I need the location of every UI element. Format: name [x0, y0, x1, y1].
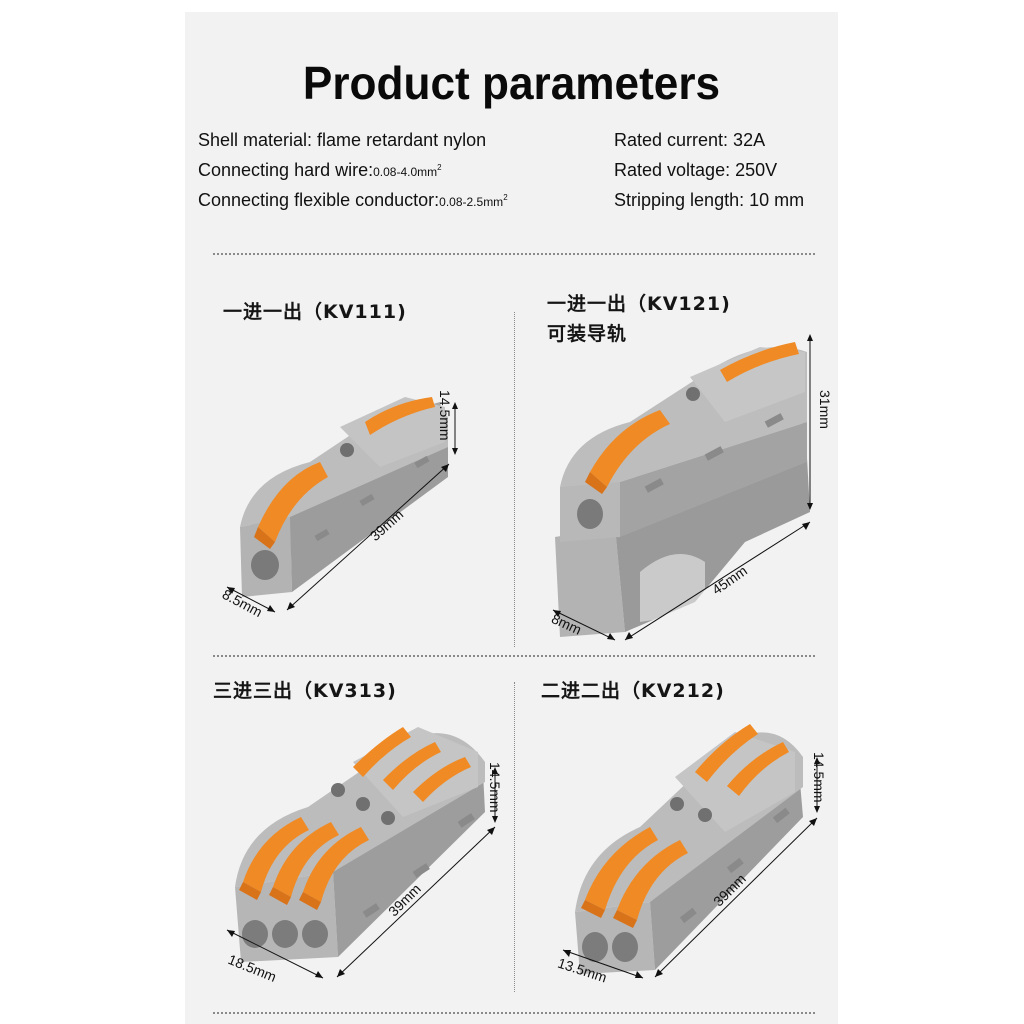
spec-sup: 2	[437, 163, 442, 172]
spec-label: Connecting hard wire:	[198, 160, 374, 180]
spec-label: Shell material: flame retardant nylon	[198, 130, 487, 150]
product-label-kv111: 一进一出（KV111)	[223, 301, 407, 323]
page-title: Product parameters	[302, 57, 721, 109]
spec-rated-voltage: Rated voltage: 250V	[614, 160, 778, 180]
spec-stripping-length: Stripping length: 10 mm	[614, 190, 805, 210]
connector-kv313-image	[235, 727, 485, 962]
kv111-dim-height: 14.5mm	[437, 390, 453, 441]
divider-top	[213, 253, 815, 255]
spec-rated-current: Rated current: 32A	[614, 130, 766, 150]
spec-sup: 2	[503, 193, 508, 202]
product-label-kv121: 一进一出（KV121)	[547, 293, 731, 315]
kv313-dimension-lines	[226, 767, 498, 979]
divider-bottom	[213, 1012, 815, 1014]
kv313-dim-height: 14.5mm	[487, 762, 503, 813]
spec-label: Connecting flexible conductor:	[198, 190, 440, 210]
kv121-dimension-lines	[552, 334, 813, 641]
spec-value: 0.08-4.0mm	[373, 165, 438, 179]
divider-vertical-bottom	[514, 682, 515, 992]
kv212-dim-height: 14.5mm	[811, 752, 827, 803]
spec-flexible-conductor: Connecting flexible conductor:0.08-2.5mm…	[198, 190, 508, 211]
kv121-dim-height: 31mm	[817, 390, 833, 429]
connector-kv212-image	[575, 724, 803, 974]
spec-value: 0.08-2.5mm	[439, 195, 504, 209]
connector-kv111-image	[240, 397, 448, 597]
product-parameters-panel: Product parameters Shell material: flame…	[185, 12, 838, 1024]
kv212-dimension-lines	[562, 757, 820, 979]
divider-middle	[213, 655, 815, 657]
kv111-dimension-lines	[226, 402, 458, 613]
product-sublabel-kv121: 可装导轨	[547, 323, 628, 345]
product-label-kv313: 三进三出（KV313)	[213, 680, 397, 702]
connector-kv121-image	[555, 342, 810, 637]
divider-vertical-top	[514, 312, 515, 647]
spec-shell-material: Shell material: flame retardant nylon	[198, 130, 486, 151]
spec-hard-wire: Connecting hard wire:0.08-4.0mm2	[198, 160, 442, 181]
product-label-kv212: 二进二出（KV212)	[541, 680, 725, 702]
